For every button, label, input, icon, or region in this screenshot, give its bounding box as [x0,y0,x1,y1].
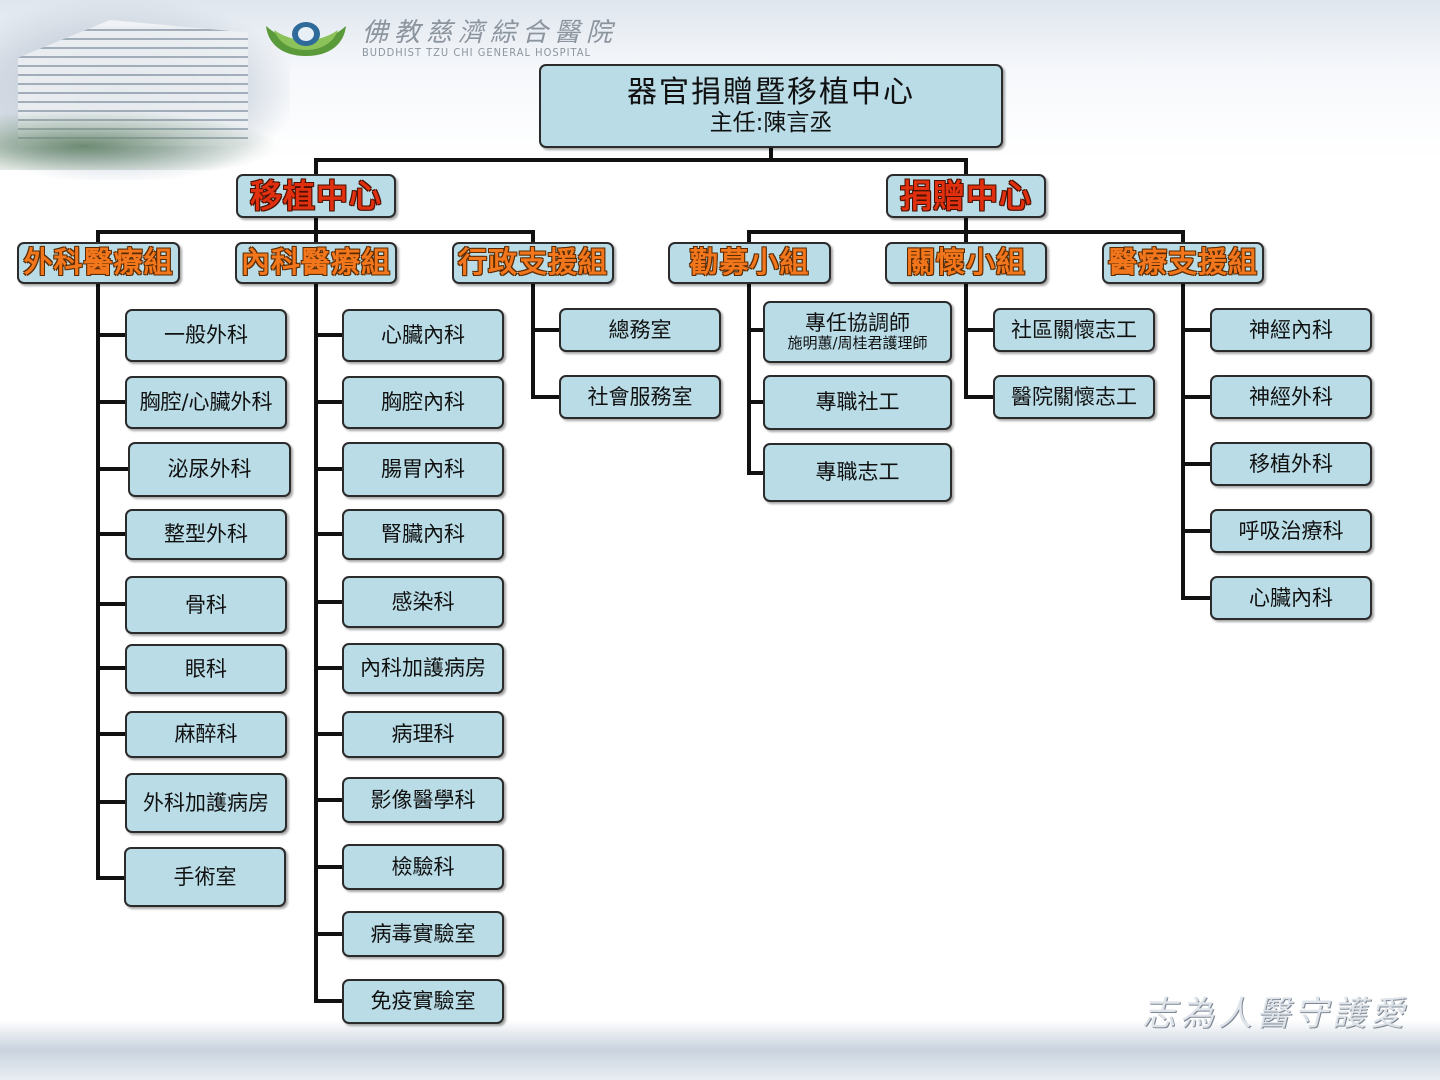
logo-english-name: BUDDHIST TZU CHI GENERAL HOSPITAL [362,46,592,59]
surgical-unit-node: 整型外科 [125,509,287,560]
root-title: 器官捐贈暨移植中心 [627,74,915,110]
medical-support-unit-node: 呼吸治療科 [1210,509,1372,553]
medical-support-unit-node: 神經內科 [1210,308,1372,352]
admin-group-node: 行政支援組 [452,242,614,284]
transplant-center-node: 移植中心 [236,174,396,218]
donation-center-node: 捐贈中心 [886,174,1046,218]
logo-chinese-name: 佛教慈濟綜合醫院 [362,18,619,48]
medical-unit-node: 胸腔內科 [342,376,504,429]
coordinator-label: 專任協調師 [805,311,910,336]
care-group-node: 關懷小組 [885,242,1047,284]
org-root-node: 器官捐贈暨移植中心 主任:陳言丞 [539,64,1003,148]
medical-unit-node: 影像醫學科 [342,777,504,823]
slogan-text: 志為人醫守護愛 [1142,994,1408,1034]
surgical-unit-node: 一般外科 [125,309,287,362]
surgical-group-node: 外科醫療組 [17,242,180,284]
trees-image [0,110,280,170]
medical-unit-node: 檢驗科 [342,844,504,890]
coordinator-names: 施明蕙/周桂君護理師 [787,334,928,353]
medical-unit-node: 病理科 [342,711,504,758]
surgical-unit-node: 眼科 [125,644,287,694]
recruit-group-node: 勸募小組 [668,242,831,284]
surgical-unit-node: 胸腔/心臟外科 [125,376,287,429]
medical-support-unit-node: 移植外科 [1210,442,1372,486]
surgical-unit-node: 外科加護病房 [125,773,287,833]
medical-unit-node: 腸胃內科 [342,442,504,497]
medical-unit-node: 心臟內科 [342,309,504,362]
recruit-unit-node: 專任協調師 施明蕙/周桂君護理師 [763,301,952,363]
surgical-unit-node: 手術室 [124,847,286,907]
medical-group-node: 內科醫療組 [235,242,397,284]
medical-support-unit-node: 心臟內科 [1210,576,1372,620]
surgical-unit-node: 泌尿外科 [128,442,291,497]
medical-support-group-node: 醫療支援組 [1102,242,1264,284]
hospital-photo [0,0,290,180]
root-director: 主任:陳言丞 [709,110,833,137]
medical-unit-node: 病毒實驗室 [342,911,504,957]
care-unit-node: 醫院關懷志工 [993,375,1155,419]
care-unit-node: 社區關懷志工 [993,308,1155,352]
medical-support-unit-node: 神經外科 [1210,375,1372,419]
surgical-unit-node: 麻醉科 [125,711,287,758]
recruit-unit-node: 專職志工 [763,443,952,502]
medical-unit-node: 感染科 [342,576,504,628]
medical-unit-node: 免疫實驗室 [342,979,504,1024]
medical-unit-node: 內科加護病房 [342,643,504,694]
surgical-unit-node: 骨科 [125,576,287,634]
tzu-chi-logo-icon [266,22,346,56]
medical-unit-node: 腎臟內科 [342,509,504,560]
admin-unit-node: 社會服務室 [559,375,721,419]
admin-unit-node: 總務室 [559,308,721,352]
recruit-unit-node: 專職社工 [763,375,952,430]
